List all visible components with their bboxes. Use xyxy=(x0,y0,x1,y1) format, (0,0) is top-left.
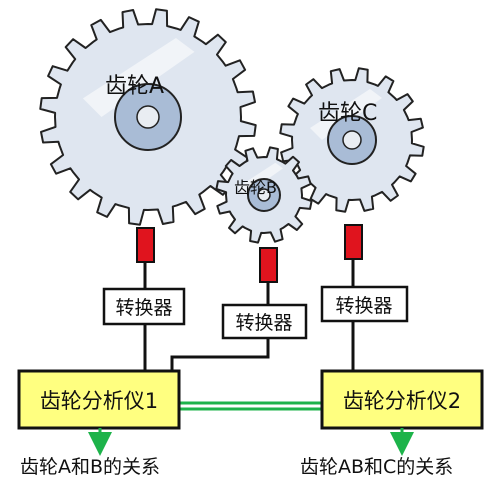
converter-middle: 转换器 xyxy=(221,303,308,340)
converter-left-label: 转换器 xyxy=(115,297,172,319)
analyzer-2: 齿轮分析仪2 xyxy=(320,369,484,430)
gear-b-axle-hole xyxy=(257,188,271,202)
analyzer-1-label: 齿轮分析仪1 xyxy=(40,389,158,413)
gear-a-label: 齿轮A xyxy=(105,74,164,99)
gear-a xyxy=(39,8,257,226)
sensor-middle xyxy=(259,247,278,283)
gear-c-axle-hole xyxy=(342,130,362,150)
gear-c-highlight xyxy=(310,89,382,140)
output-1-label: 齿轮A和B的关系 xyxy=(20,456,160,478)
converter-left: 转换器 xyxy=(102,287,186,326)
sensor-right xyxy=(344,224,363,260)
analyzer-2-label: 齿轮分析仪2 xyxy=(343,389,461,413)
converter-middle-label: 转换器 xyxy=(235,312,292,334)
gear-b-label: 齿轮B xyxy=(234,178,277,197)
analyzer-link xyxy=(179,401,322,411)
analyzer-1: 齿轮分析仪1 xyxy=(17,369,181,430)
gear-b xyxy=(215,146,313,244)
output-2-label: 齿轮AB和C的关系 xyxy=(300,456,453,478)
converter-right: 转换器 xyxy=(320,285,409,323)
gear-c xyxy=(279,67,425,213)
gear-c-label: 齿轮C xyxy=(318,101,377,126)
sensor-left xyxy=(136,227,155,263)
wiring xyxy=(143,259,355,371)
gear-a-axle-hole xyxy=(136,105,160,129)
gear-a-highlight xyxy=(82,37,195,118)
converter-right-label: 转换器 xyxy=(335,295,392,317)
